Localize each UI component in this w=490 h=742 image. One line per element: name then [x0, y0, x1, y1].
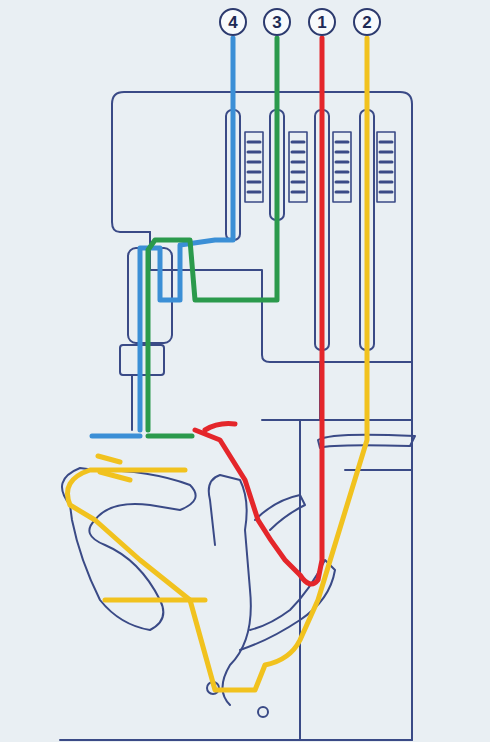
callout-circle: 2: [353, 8, 381, 36]
callout-number: 4: [228, 14, 237, 31]
callout-number: 2: [362, 14, 371, 31]
callout-number: 3: [272, 14, 281, 31]
callout-circle: 4: [219, 8, 247, 36]
callout-circle: 3: [263, 8, 291, 36]
callout-number: 1: [317, 14, 326, 31]
callout-circle: 1: [308, 8, 336, 36]
